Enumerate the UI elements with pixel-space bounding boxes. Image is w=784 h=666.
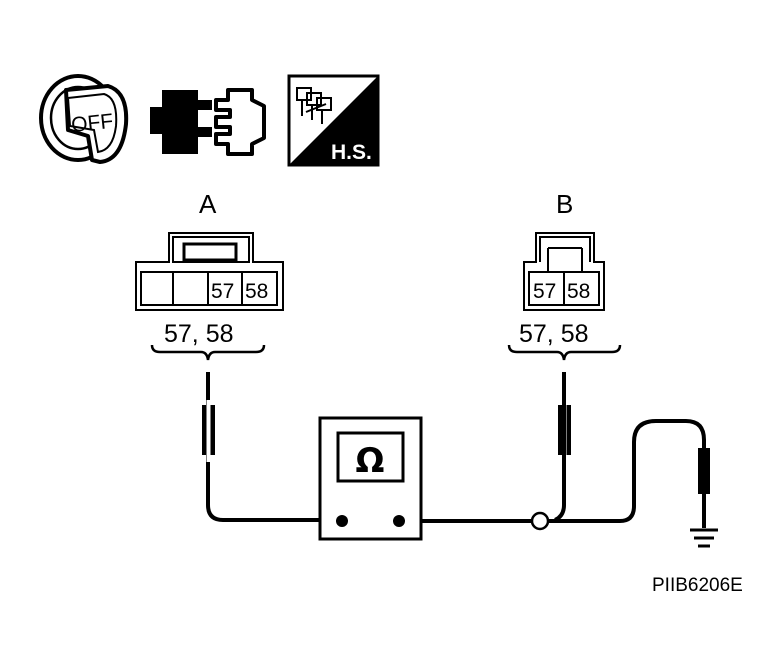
hs-text: H.S. [331, 141, 372, 164]
connector-a-cell-58: 58 [245, 280, 268, 303]
connector-a [135, 232, 284, 311]
ignition-key-off-icon: OFF [39, 74, 129, 164]
test-lead-a [202, 372, 322, 522]
connector-a-label: A [199, 189, 217, 219]
ground-lead [410, 419, 710, 531]
connector-disconnect-icon [150, 88, 266, 156]
key-off-text: OFF [70, 110, 114, 137]
connector-a-terminals: 57, 58 [164, 320, 234, 348]
connector-a-brace [150, 344, 266, 361]
connector-b-label: B [556, 189, 573, 219]
ohmmeter-icon [318, 416, 423, 541]
figure-code: PIIB6206E [652, 575, 743, 596]
connector-b-cell-58: 58 [567, 280, 590, 303]
ground-icon [690, 528, 718, 548]
connector-b-cell-57: 57 [533, 280, 556, 303]
connector-b [523, 232, 605, 311]
ohm-symbol: Ω [356, 441, 385, 481]
connector-a-cell-57: 57 [211, 280, 234, 303]
harness-side-icon: H.S. [287, 74, 380, 167]
junction-point [530, 511, 550, 531]
test-lead-b [554, 372, 571, 522]
connector-b-brace [507, 344, 622, 361]
connector-b-terminals: 57, 58 [519, 320, 589, 348]
